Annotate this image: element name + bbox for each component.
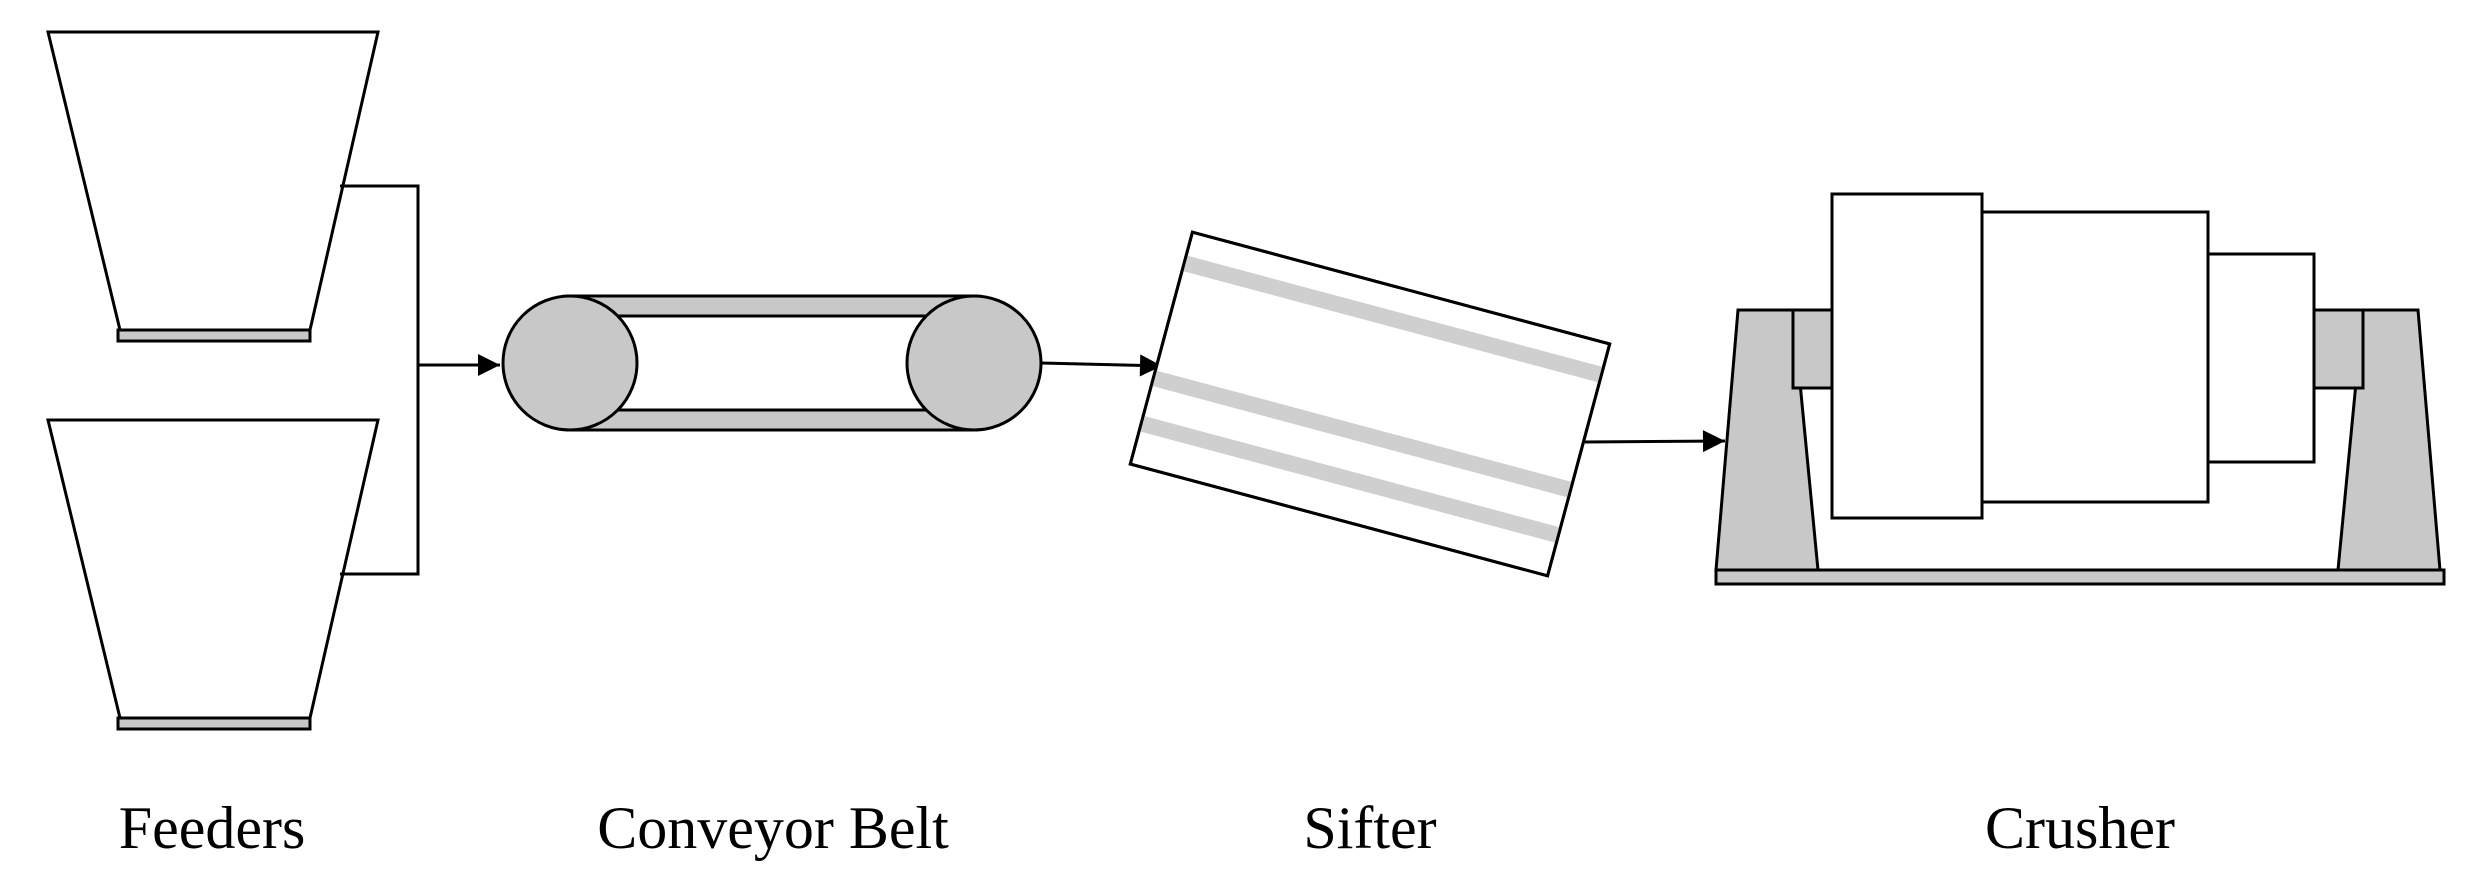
conveyor-left-pulley xyxy=(501,294,639,432)
sifter-screen-3 xyxy=(1140,415,1560,543)
crusher-drum-right xyxy=(2206,252,2316,464)
feeder-bottom xyxy=(46,418,380,731)
sifter-to-crusher-arrow xyxy=(1584,430,1726,453)
conveyor-belt-label: Conveyor Belt xyxy=(597,795,949,861)
conveyor-belt xyxy=(501,294,1163,432)
sifter-label: Sifter xyxy=(1303,795,1436,861)
feeder-bottom-hopper xyxy=(46,418,380,720)
crusher-label: Crusher xyxy=(1985,795,2175,861)
conveyor-belt-bottom-band xyxy=(565,408,979,432)
sifter-screen-2 xyxy=(1152,370,1572,498)
feeder-top-hopper xyxy=(46,30,380,332)
crusher-base-plate xyxy=(1714,568,2446,586)
feeders-group xyxy=(46,30,500,731)
crusher xyxy=(1714,192,2446,586)
feeders-label: Feeders xyxy=(119,795,306,861)
feeders-connector xyxy=(340,184,420,576)
crusher-drum-center xyxy=(1980,210,2210,504)
conveyor-to-sifter-arrow xyxy=(1040,354,1163,377)
feeder-bottom-outlet xyxy=(116,716,312,731)
conveyor-belt-top-band xyxy=(565,294,979,318)
crusher-drum-left xyxy=(1830,192,1984,520)
sifter-screen-1 xyxy=(1183,255,1603,383)
feeder-top-outlet xyxy=(116,328,312,343)
feeder-top xyxy=(46,30,380,343)
conveyor-right-pulley xyxy=(905,294,1043,432)
sifter xyxy=(1128,230,1612,578)
crusher-left-shaft xyxy=(1791,308,1835,390)
crusher-right-shaft xyxy=(2311,308,2365,390)
